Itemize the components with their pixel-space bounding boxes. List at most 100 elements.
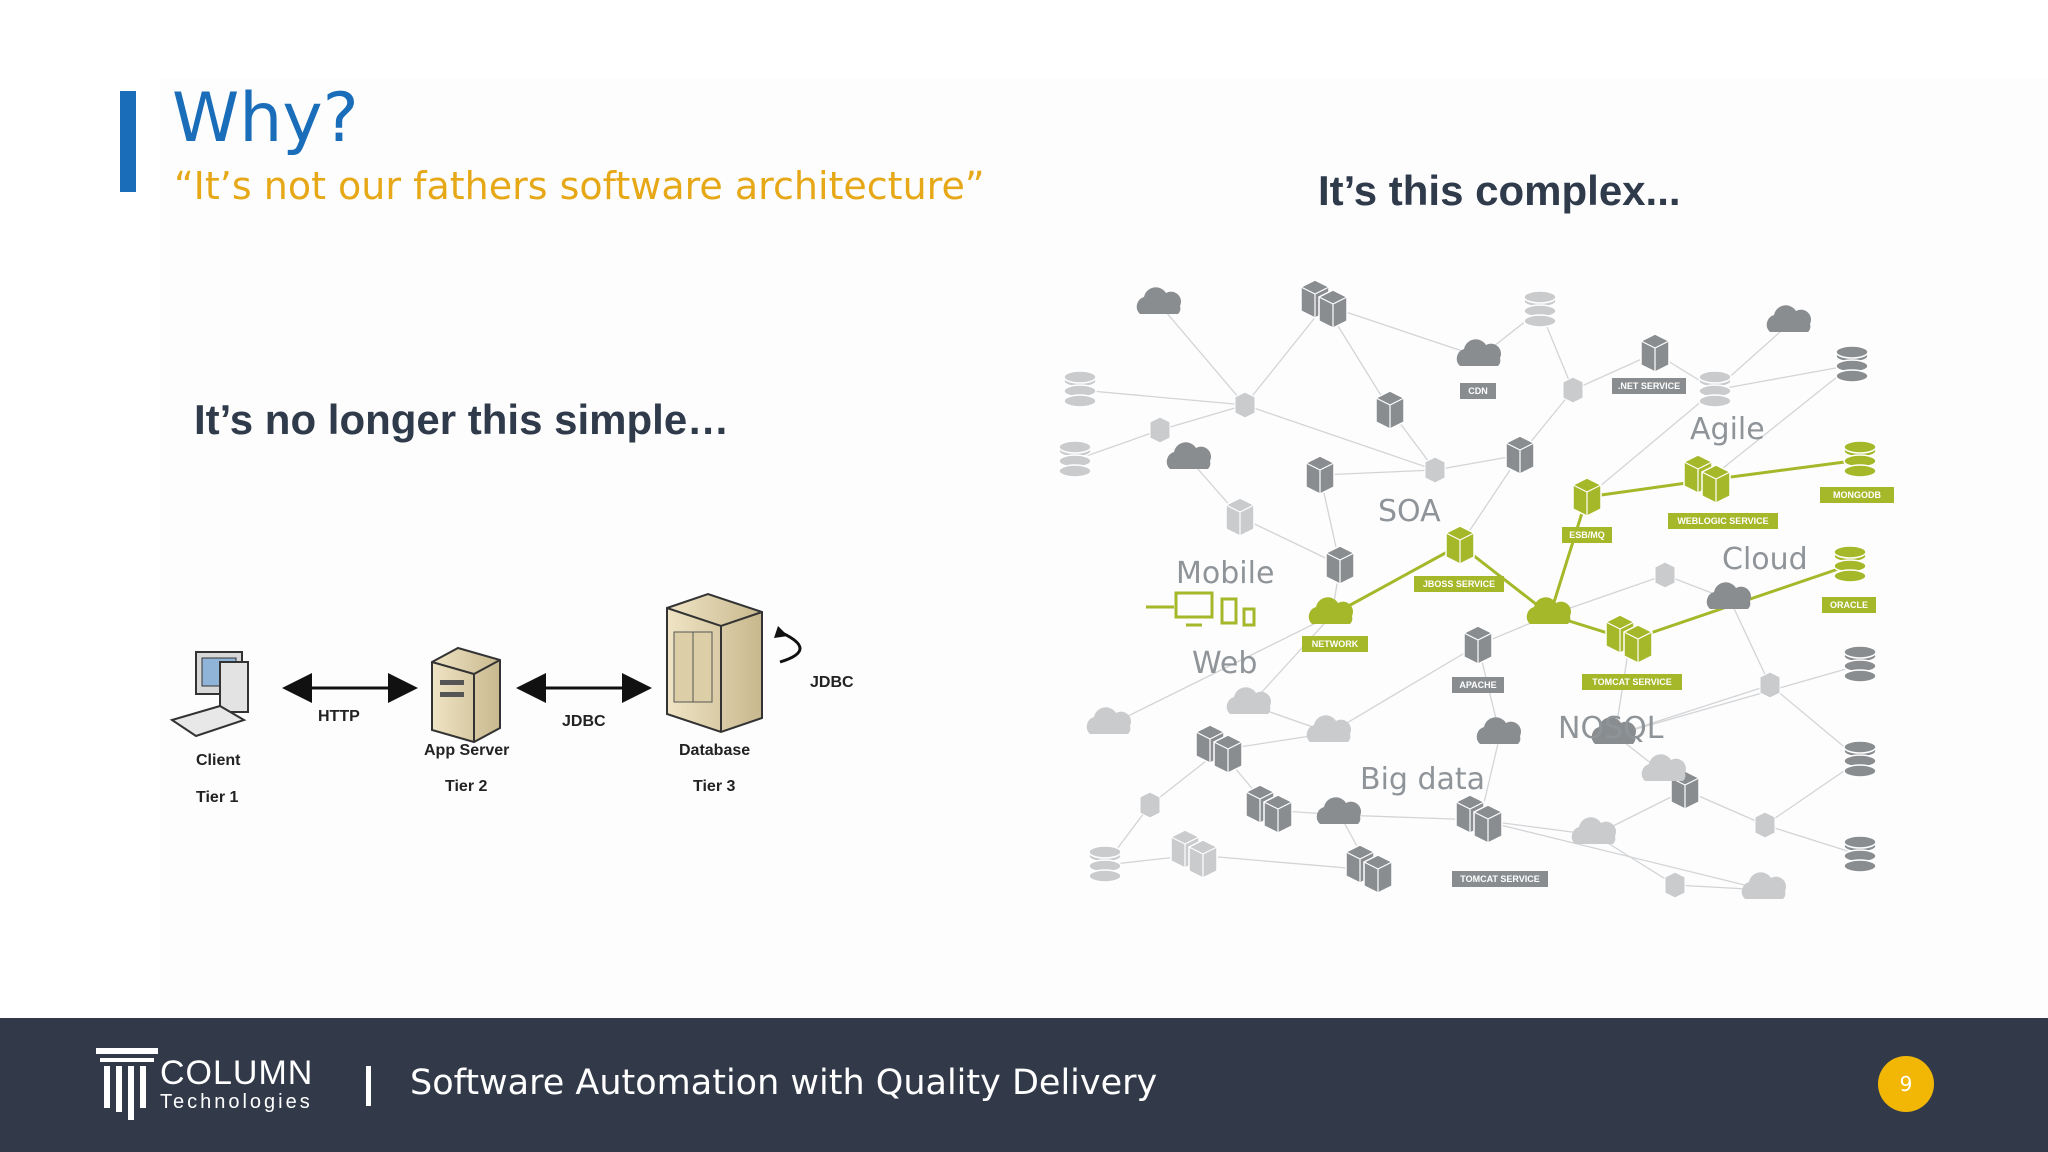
svg-text:TOMCAT SERVICE: TOMCAT SERVICE (1460, 874, 1540, 884)
tag-cdn: CDN (1460, 383, 1496, 399)
server-cluster-icon (1195, 724, 1243, 774)
server-icon (1149, 416, 1171, 444)
svg-text:CDN: CDN (1468, 386, 1488, 396)
database-server-icon (666, 592, 763, 734)
network-edge (1586, 389, 1716, 498)
logo-wordmark: COLUMN (160, 1054, 314, 1092)
label-web: Web (1192, 646, 1257, 681)
cloud-icon (1308, 597, 1353, 624)
svg-text:.NET SERVICE: .NET SERVICE (1618, 381, 1680, 391)
complex-network-diagram: SOA Agile Mobile Cloud Web NOSQL Big dat… (1058, 279, 1894, 899)
tag-weblogic: WEBLOGIC SERVICE (1668, 513, 1778, 529)
database-icon (1523, 290, 1557, 328)
tag-esb-mq: ESB/MQ (1562, 527, 1612, 543)
cloud-icon (1086, 707, 1131, 734)
server-cluster-icon (1245, 784, 1293, 834)
svg-text:APACHE: APACHE (1459, 680, 1496, 690)
tag-jboss: JBOSS SERVICE (1414, 576, 1504, 592)
network-edge (1729, 599, 1771, 686)
svg-text:MONGODB: MONGODB (1833, 490, 1881, 500)
cloud-icon (1316, 797, 1361, 824)
label-mobile: Mobile (1176, 556, 1274, 591)
slide-subtitle: “It’s not our fathers software architect… (174, 164, 985, 208)
server-icon (1562, 376, 1584, 404)
label-cloud: Cloud (1722, 542, 1808, 577)
cloud-icon (1641, 754, 1686, 781)
cloud-icon (1706, 582, 1751, 609)
title-accent-bar (120, 91, 136, 192)
label-agile: Agile (1690, 412, 1765, 447)
database-icon (1843, 835, 1877, 873)
network-edge (1459, 454, 1521, 546)
network-edge (1249, 614, 1333, 706)
server-cluster-icon (1225, 497, 1255, 537)
label-big-data: Big data (1360, 762, 1485, 797)
client-label: Client (196, 752, 241, 769)
devices-icon (1146, 591, 1256, 627)
slide-title: Why? (172, 79, 359, 158)
network-edge (1324, 304, 1481, 358)
network-edge (1614, 684, 1771, 736)
database-icon (1833, 545, 1867, 583)
page-number-badge: 9 (1878, 1056, 1934, 1112)
three-tier-diagram: Client Tier 1 HTTP App Server Tier 2 JDB… (169, 592, 854, 806)
database-icon (1058, 440, 1092, 478)
server-cluster-icon (1325, 545, 1355, 585)
cloud-icon (1166, 442, 1211, 469)
footer-tagline: Software Automation with Quality Deliver… (410, 1063, 1158, 1103)
heading-complex: It’s this complex... (1318, 167, 1681, 214)
network-edge (1329, 644, 1479, 734)
server-cluster-icon (1572, 477, 1602, 517)
network-edge (1159, 404, 1246, 431)
server-icon (1759, 671, 1781, 699)
tag-tomcat-green: TOMCAT SERVICE (1582, 674, 1682, 690)
heading-simple: It’s no longer this simple… (194, 396, 730, 443)
database-label: Database (679, 742, 750, 759)
network-edge (1764, 824, 1861, 856)
server-cluster-icon (1375, 390, 1405, 430)
network-edge-green (1548, 496, 1589, 616)
network-nodes (1058, 279, 1877, 899)
tag-network: NETWORK (1302, 636, 1368, 652)
network-edge (1079, 389, 1246, 406)
logo-subtitle: Technologies (160, 1091, 313, 1113)
column-logo-icon (96, 1048, 158, 1120)
app-server-label: App Server (424, 742, 509, 759)
network-edge (1244, 304, 1326, 406)
client-computer-icon (169, 651, 249, 738)
cloud-icon (1571, 817, 1616, 844)
server-cluster-icon (1455, 794, 1503, 844)
label-nosql: NOSQL (1558, 711, 1664, 746)
cloud-icon (1136, 287, 1181, 314)
network-edge (1239, 516, 1341, 566)
svg-text:WEBLOGIC SERVICE: WEBLOGIC SERVICE (1677, 516, 1768, 526)
footer-separator (366, 1066, 371, 1106)
network-edge (1244, 404, 1436, 471)
database-icon (1843, 645, 1877, 683)
server-cluster-icon (1505, 435, 1535, 475)
cloud-icon (1306, 715, 1351, 742)
server-icon (1139, 791, 1161, 819)
tier3-label: Tier 3 (693, 778, 736, 795)
database-icon (1835, 345, 1869, 383)
server-icon (1234, 391, 1256, 419)
cloud-icon (1766, 305, 1811, 332)
tier1-label: Tier 1 (196, 789, 239, 806)
server-icon (1654, 561, 1676, 589)
server-cluster-icon (1605, 614, 1653, 664)
svg-text:ORACLE: ORACLE (1830, 600, 1868, 610)
network-edge (1614, 664, 1861, 736)
cloud-icon (1456, 339, 1501, 366)
network-edge (1159, 304, 1246, 406)
database-icon (1063, 370, 1097, 408)
cloud-icon (1226, 687, 1271, 714)
server-icon (1664, 871, 1686, 899)
tag-mongodb: MONGODB (1820, 487, 1894, 503)
svg-text:JBOSS SERVICE: JBOSS SERVICE (1423, 579, 1495, 589)
network-edge (1194, 854, 1371, 871)
database-icon (1088, 845, 1122, 883)
jdbc-loop-label: JDBC (810, 674, 854, 691)
server-cluster-icon (1683, 454, 1731, 504)
tier2-label: Tier 2 (445, 778, 488, 795)
server-cluster-icon (1300, 279, 1348, 329)
